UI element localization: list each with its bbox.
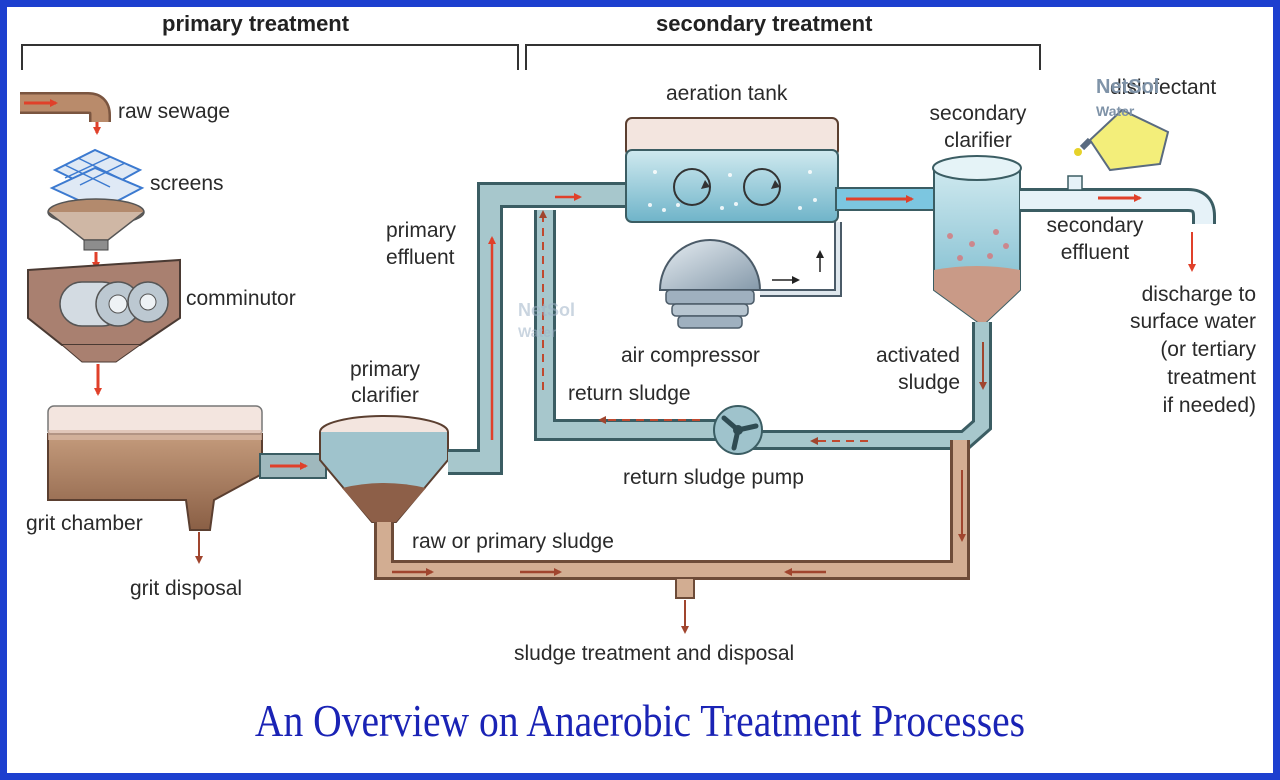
grit-chamber-tank (47, 405, 263, 564)
raw-or-primary-sludge-label: raw or primary sludge (412, 530, 614, 553)
secondary-effluent-pipe (1020, 175, 1216, 272)
aeration-tank (625, 117, 912, 223)
secondary-bracket (525, 44, 1041, 70)
grit-to-clarifier-pipe (259, 453, 327, 479)
primary-effluent-label-line1: primary (386, 219, 457, 242)
watermark-center-line2: Water (518, 324, 557, 340)
watermark-top-line2: Water (1096, 103, 1135, 119)
air-compressor-unit (658, 222, 842, 329)
activated-sludge-label-line1: activated (875, 344, 960, 367)
secondary-effluent-label-line2: effluent (1060, 241, 1130, 264)
aeration-tank-label: aeration tank (666, 82, 788, 105)
watermark-center-line1: NetSol (518, 300, 576, 320)
discharge-label-line5: if needed) (1162, 394, 1256, 417)
raw-sewage-pipe (20, 92, 111, 135)
discharge-label-line3: (or tertiary (1160, 338, 1256, 361)
activated-sludge-pipe (724, 322, 992, 450)
primary-bracket (21, 44, 519, 70)
secondary-treatment-header: secondary treatment (656, 11, 873, 36)
return-sludge-pump-label: return sludge pump (623, 466, 804, 489)
grit-disposal-label: grit disposal (130, 577, 243, 600)
discharge-label-line1: discharge to (1141, 283, 1256, 306)
secondary-clarifier-tank (932, 155, 1022, 323)
secondary-clarifier-label-line2: clarifier (944, 129, 1012, 152)
discharge-label-line2: surface water (1129, 310, 1256, 333)
primary-clarifier-label-line1: primary (349, 358, 420, 381)
comminutor-unit (27, 258, 181, 396)
activated-sludge-label-line2: sludge (898, 371, 960, 394)
primary-effluent-pipe (448, 182, 628, 475)
aeration-to-clarifier-pipe (835, 187, 941, 211)
discharge-label-line4: treatment (1167, 366, 1256, 389)
primary-effluent-label-line2: effluent (386, 246, 455, 269)
screens-unit (47, 148, 145, 270)
secondary-clarifier-label-line1: secondary (929, 102, 1027, 125)
return-sludge-pipe (534, 210, 718, 441)
sludge-treatment-label: sludge treatment and disposal (514, 642, 795, 665)
secondary-effluent-label-line1: secondary (1046, 214, 1144, 237)
primary-treatment-header: primary treatment (162, 11, 350, 36)
comminutor-label: comminutor (186, 287, 296, 310)
disinfectant-label: disinfectant (1110, 76, 1217, 99)
disinfectant-bottle (1074, 108, 1170, 172)
return-sludge-pump (713, 405, 763, 455)
primary-sludge-pipe (374, 440, 970, 634)
watermark-top-line1: NetSol (1096, 76, 1160, 98)
grit-chamber-label: grit chamber (26, 512, 143, 535)
primary-clarifier-tank (319, 415, 449, 523)
screens-label: screens (150, 172, 224, 195)
watermark-logo-center: NetSol Water (518, 300, 575, 342)
primary-clarifier-label-line2: clarifier (351, 384, 419, 407)
watermark-logo-top: NetSol Water (1096, 76, 1159, 122)
air-compressor-label: air compressor (621, 344, 760, 367)
diagram-caption: An Overview on Anaerobic Treatment Proce… (254, 695, 1026, 746)
raw-sewage-label: raw sewage (118, 100, 231, 123)
return-sludge-label: return sludge (568, 382, 691, 405)
